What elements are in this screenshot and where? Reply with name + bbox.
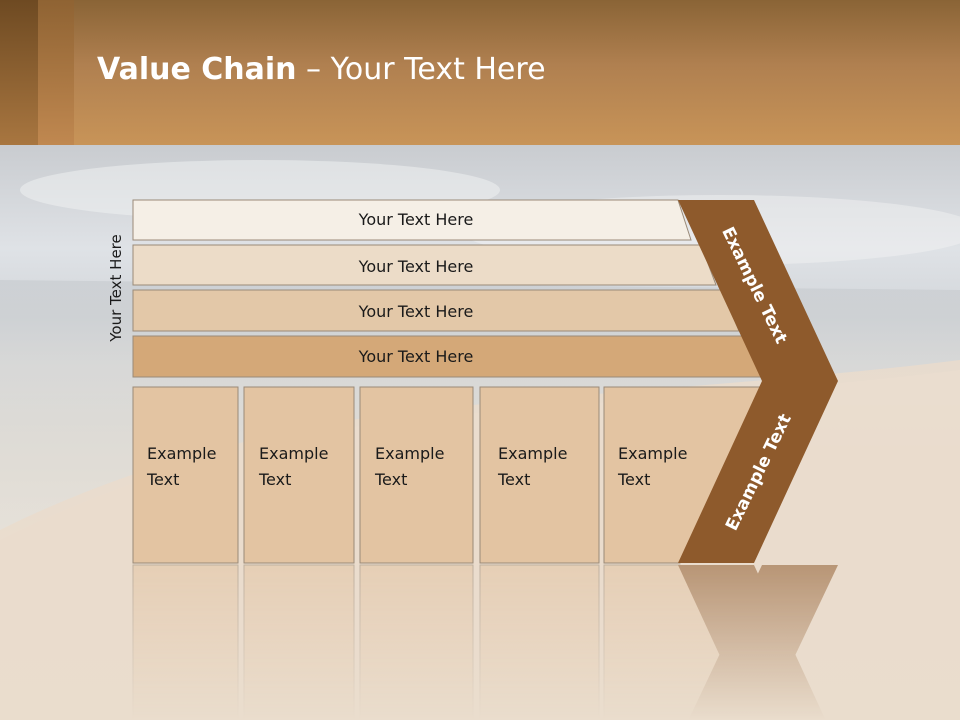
- chevron-arrow[interactable]: [678, 200, 838, 563]
- row-labels: Your Text Here Your Text Here Your Text …: [358, 210, 474, 366]
- row-label: Your Text Here: [358, 210, 474, 229]
- vertical-axis-label: Your Text Here: [107, 234, 125, 342]
- column-labels: Example Text Example Text Example Text E…: [146, 444, 687, 489]
- column-label: Text: [146, 470, 179, 489]
- column-box[interactable]: [132, 386, 239, 564]
- row-label: Your Text Here: [358, 347, 474, 366]
- title-bold: Value Chain: [97, 52, 297, 87]
- row-bars: [132, 199, 763, 378]
- column-label: Example: [375, 444, 444, 463]
- accent-strip: [0, 0, 38, 145]
- row-bar[interactable]: [132, 244, 717, 286]
- reflection: [132, 564, 838, 720]
- column-box[interactable]: [359, 386, 474, 564]
- accent-strip: [38, 0, 74, 145]
- column-label: Text: [374, 470, 407, 489]
- row-label: Your Text Here: [358, 257, 474, 276]
- column-label: Text: [617, 470, 650, 489]
- column-label: Text: [497, 470, 530, 489]
- column-boxes: [132, 386, 763, 564]
- column-box[interactable]: [243, 386, 355, 564]
- slide-title: Value Chain – Your Text Here: [97, 52, 546, 87]
- title-rest: – Your Text Here: [296, 52, 546, 87]
- title-bar: Value Chain – Your Text Here: [0, 0, 960, 145]
- column-box[interactable]: [479, 386, 600, 564]
- column-label: Example: [618, 444, 687, 463]
- row-bar[interactable]: [132, 199, 692, 241]
- column-label: Text: [258, 470, 291, 489]
- column-label: Example: [259, 444, 328, 463]
- row-label: Your Text Here: [358, 302, 474, 321]
- column-label: Example: [147, 444, 216, 463]
- column-label: Example: [498, 444, 567, 463]
